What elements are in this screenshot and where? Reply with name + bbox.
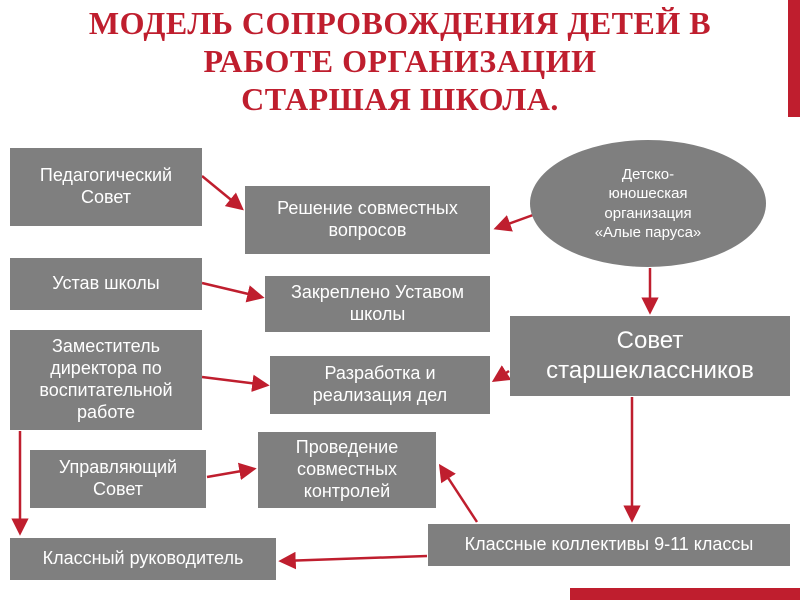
slide-title-line-3: СТАРШАЯ ШКОЛА. (241, 81, 559, 117)
node-governing-council: Управляющий Совет (30, 450, 206, 508)
node-senior-students-council: Совет старшеклассников (510, 316, 790, 396)
arrow-deputy-to-dev (201, 374, 270, 392)
node-joint-questions: Решение совместных вопросов (245, 186, 490, 254)
slide-title-line-1: МОДЕЛЬ СОПРОВОЖДЕНИЯ ДЕТЕЙ В (88, 5, 712, 41)
node-deputy-director: Заместитель директора по воспитательной … (10, 330, 202, 430)
node-dev-implementation: Разработка и реализация дел (270, 356, 490, 414)
arrow-charter-to-fixed (201, 281, 265, 303)
node-pedagogical-council: Педагогический Совет (10, 148, 202, 226)
node-class-teacher: Классный руководитель (10, 538, 276, 580)
arrow-class-groups-to-controls (438, 463, 479, 523)
node-youth-organization: Детско-юношеская организация «Алые парус… (530, 140, 766, 267)
node-school-charter: Устав школы (10, 258, 202, 310)
youth-organization-label: Детско-юношеская организация «Алые парус… (594, 165, 702, 242)
node-class-groups: Классные коллективы 9-11 классы (428, 524, 790, 566)
arrow-pedagogical-to-questions (201, 175, 244, 211)
node-fixed-by-charter: Закреплено Уставом школы (265, 276, 490, 332)
arrow-youth-org-to-questions (493, 213, 534, 232)
accent-bar-bottom (570, 588, 800, 600)
arrow-senior-council-to-dev (491, 365, 512, 383)
slide-title: МОДЕЛЬ СОПРОВОЖДЕНИЯ ДЕТЕЙ В РАБОТЕ ОРГА… (0, 4, 800, 118)
node-joint-controls: Проведение совместных контролей (258, 432, 436, 508)
arrow-class-groups-to-class-teacher (278, 551, 428, 570)
slide-title-line-2: РАБОТЕ ОРГАНИЗАЦИИ (203, 43, 597, 79)
arrow-governing-to-controls (206, 462, 257, 480)
accent-bar-right (788, 0, 800, 117)
